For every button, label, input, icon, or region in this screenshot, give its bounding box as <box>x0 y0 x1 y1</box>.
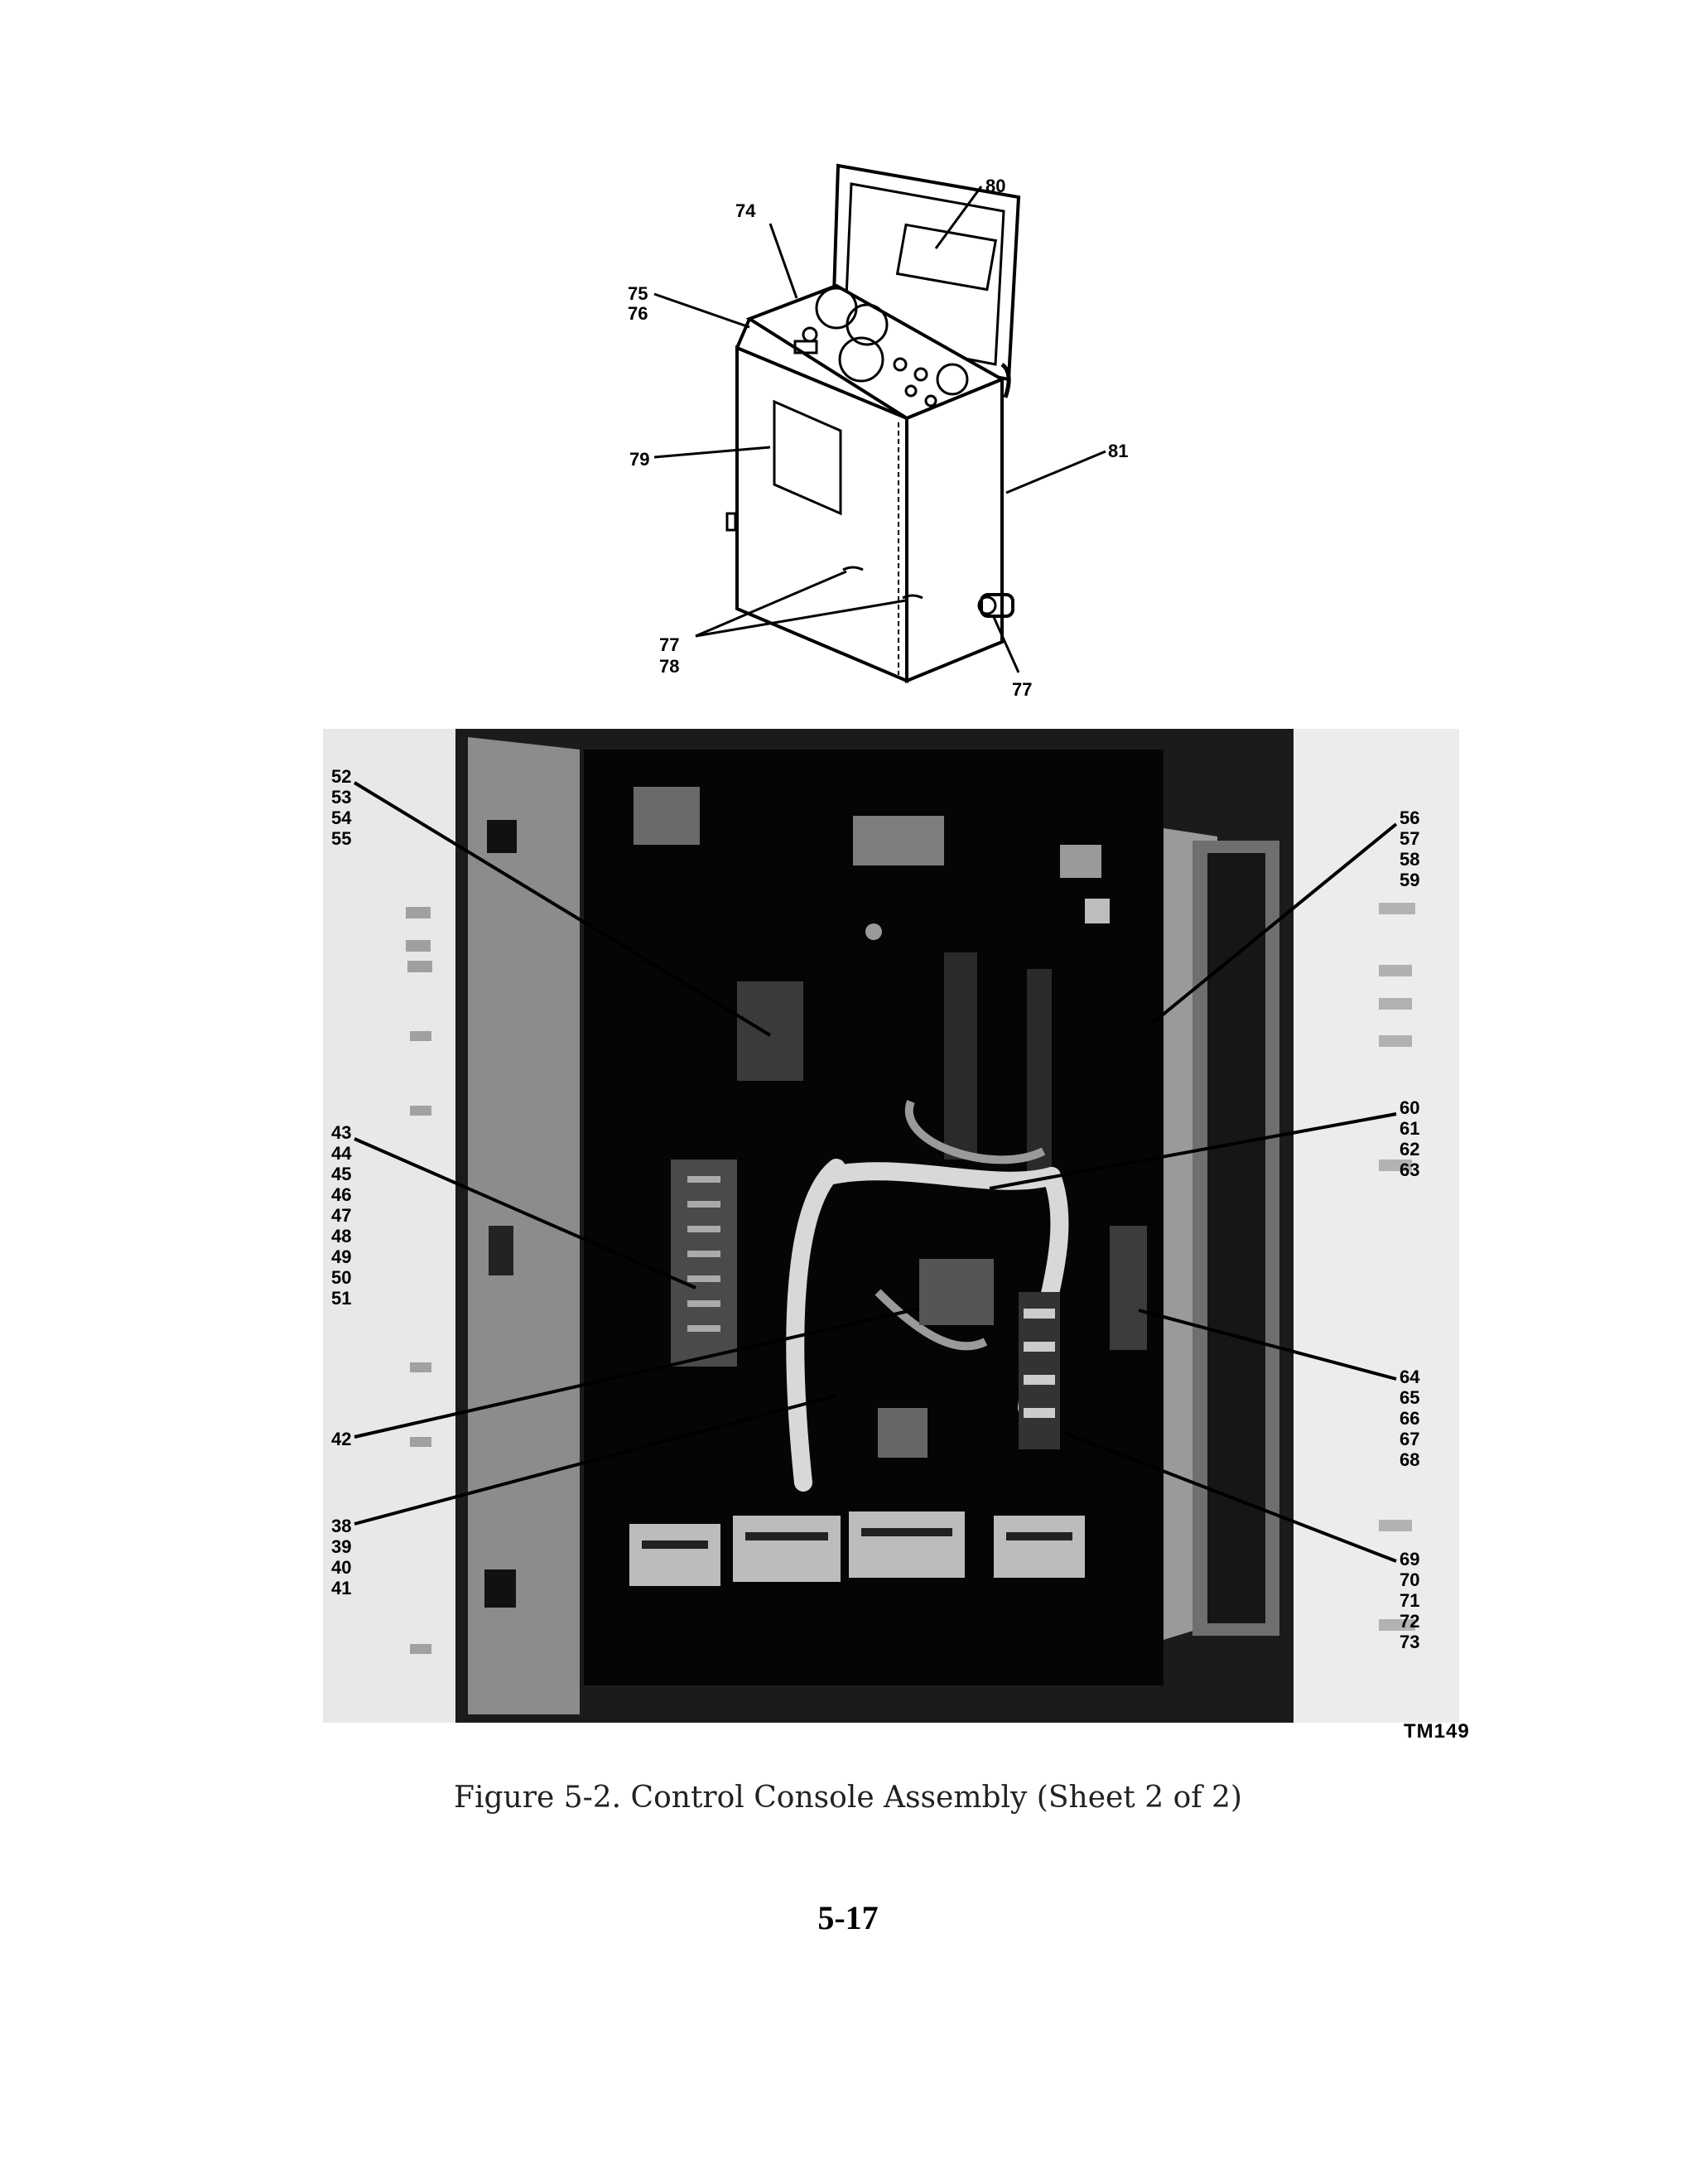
callout-41: 41 <box>331 1578 351 1598</box>
callout-38: 38 <box>331 1516 351 1536</box>
callout-65: 65 <box>1400 1387 1419 1408</box>
photo-right-callouts: 56 57 58 59 60 61 62 63 64 65 66 67 68 6… <box>1400 808 1420 1652</box>
figure-caption: Figure 5-2. Control Console Assembly (Sh… <box>454 1781 1242 1815</box>
callout-77b: 77 <box>1012 679 1032 700</box>
callout-45: 45 <box>331 1164 351 1184</box>
callout-49: 49 <box>331 1246 351 1267</box>
callout-78: 78 <box>659 656 679 677</box>
callout-59: 59 <box>1400 870 1419 890</box>
callout-44: 44 <box>331 1143 352 1164</box>
callout-39: 39 <box>331 1536 351 1557</box>
callout-81: 81 <box>1108 441 1128 461</box>
callout-54: 54 <box>331 808 352 828</box>
callout-42: 42 <box>331 1429 351 1449</box>
callout-72: 72 <box>1400 1611 1419 1632</box>
callout-48: 48 <box>331 1226 351 1246</box>
callout-69: 69 <box>1400 1549 1419 1569</box>
photo-leaders <box>353 781 920 1526</box>
right-label-texture <box>1379 903 1415 1631</box>
page-number: 5-17 <box>817 1899 879 1936</box>
callout-60: 60 <box>1400 1097 1419 1118</box>
callout-67: 67 <box>1400 1429 1419 1449</box>
top-callouts: 74 75 76 79 77 78 77 80 81 <box>628 176 1128 700</box>
callout-43: 43 <box>331 1122 351 1143</box>
callout-79: 79 <box>629 449 649 470</box>
photo-leaders-right <box>989 822 1398 1563</box>
callout-47: 47 <box>331 1205 351 1226</box>
callout-56: 56 <box>1400 808 1419 828</box>
callout-61: 61 <box>1400 1118 1419 1139</box>
callout-75: 75 <box>628 283 648 304</box>
callout-66: 66 <box>1400 1408 1419 1429</box>
callout-71: 71 <box>1400 1590 1419 1611</box>
tm-number: TM149 <box>1404 1720 1470 1743</box>
callout-57: 57 <box>1400 828 1419 849</box>
callout-70: 70 <box>1400 1569 1419 1590</box>
callout-62: 62 <box>1400 1139 1419 1159</box>
callout-55: 55 <box>331 828 351 849</box>
callout-40: 40 <box>331 1557 351 1578</box>
callout-80: 80 <box>985 176 1005 196</box>
callout-77: 77 <box>659 634 679 655</box>
callout-51: 51 <box>331 1288 351 1309</box>
callout-68: 68 <box>1400 1449 1419 1470</box>
left-label-texture <box>406 907 432 1654</box>
callout-58: 58 <box>1400 849 1419 870</box>
console-drawing <box>653 163 1106 684</box>
callout-46: 46 <box>331 1184 351 1205</box>
callout-76: 76 <box>628 303 648 324</box>
callout-63: 63 <box>1400 1159 1419 1180</box>
callout-53: 53 <box>331 787 351 808</box>
callout-52: 52 <box>331 766 351 787</box>
callout-64: 64 <box>1400 1367 1420 1387</box>
callout-73: 73 <box>1400 1632 1419 1652</box>
callout-50: 50 <box>331 1267 351 1288</box>
callout-74: 74 <box>735 200 756 221</box>
interior-photo <box>323 729 1459 1723</box>
photo-left-callouts: 52 53 54 55 43 44 45 46 47 48 49 50 51 4… <box>331 766 352 1598</box>
